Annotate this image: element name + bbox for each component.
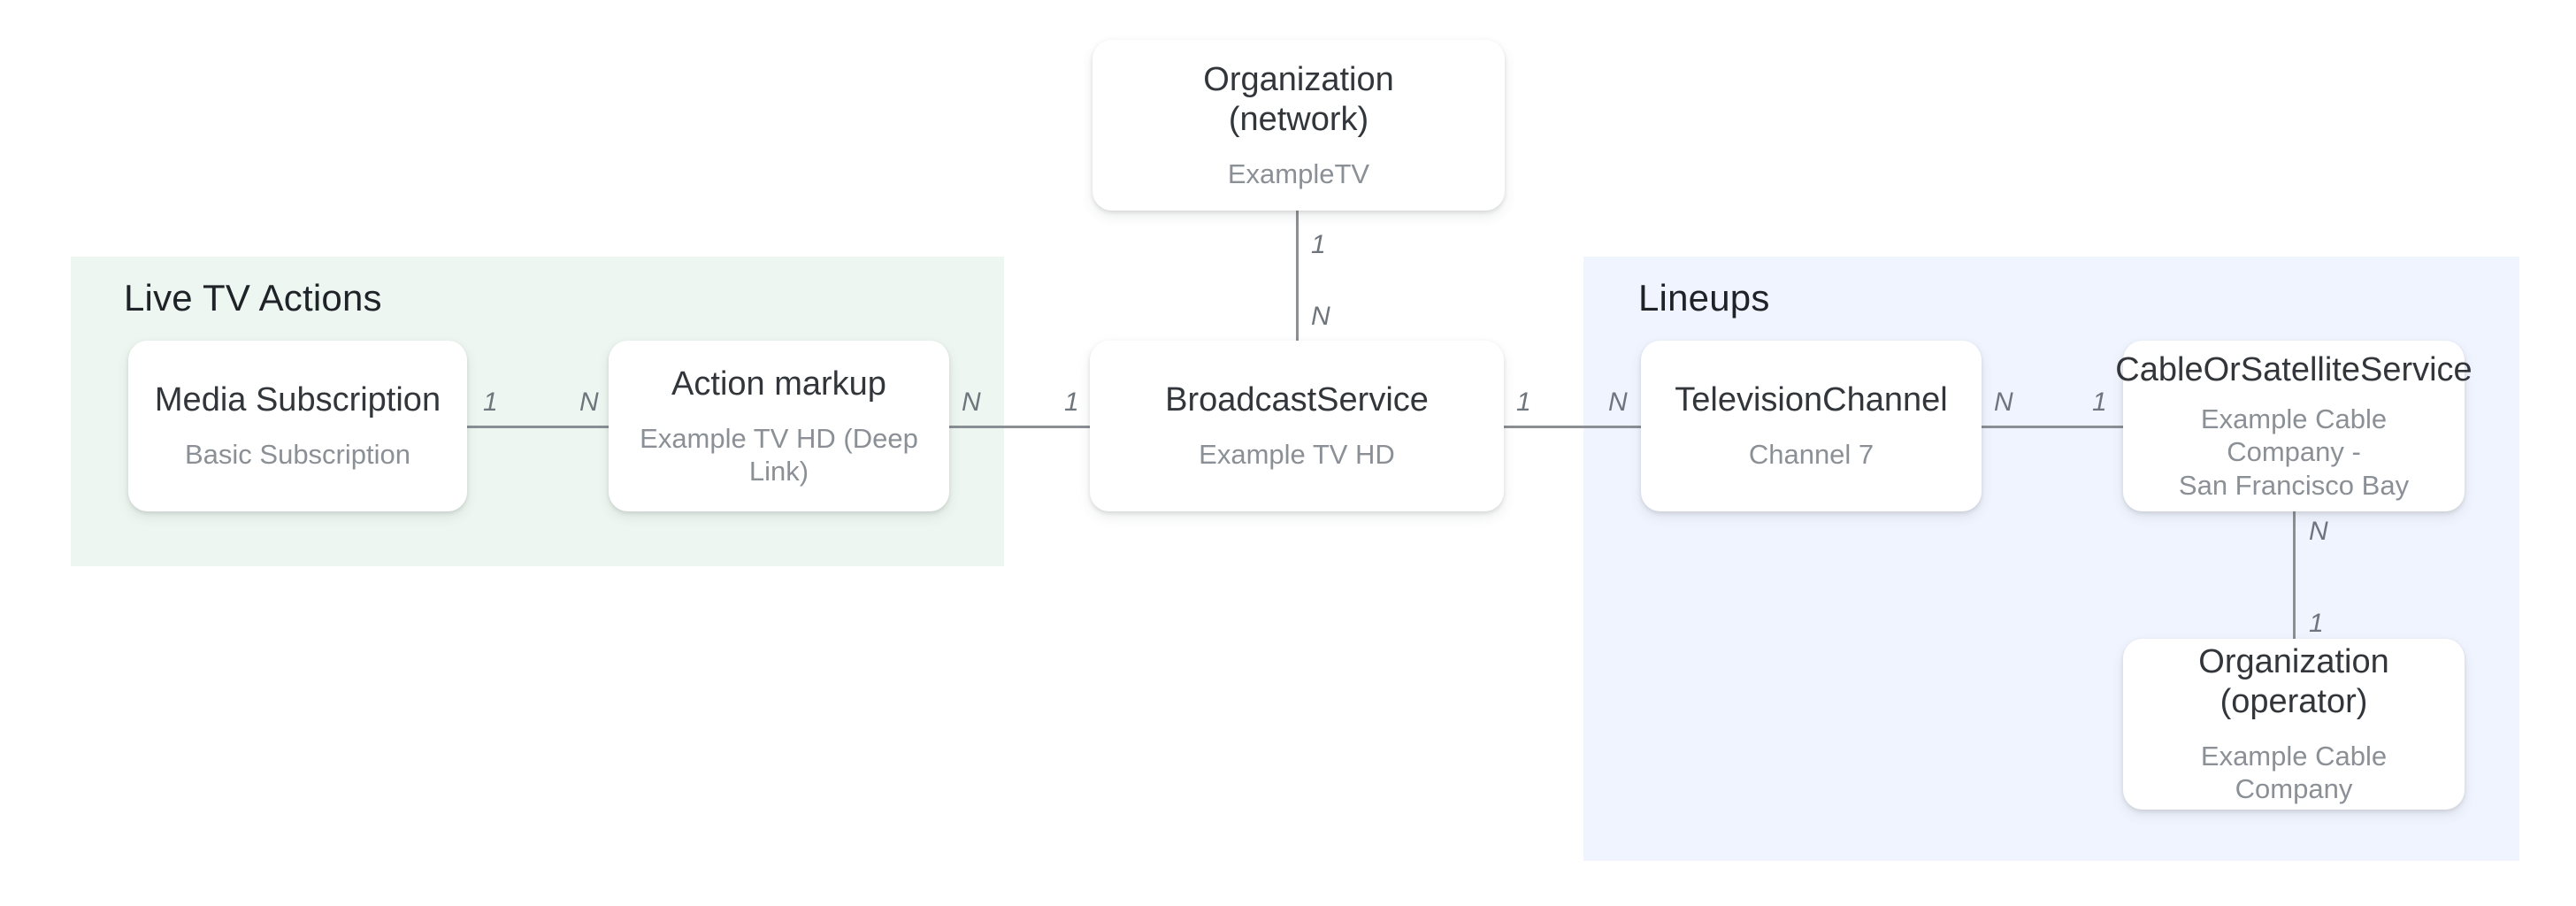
edge-label-broadcast-service-from-cardinality: 1 xyxy=(1516,388,1531,417)
edge-label-television-channel-from-cardinality: N xyxy=(1994,388,2013,417)
edge-label-cable-or-satellite-service-from-cardinality: N xyxy=(2309,517,2328,546)
node-action-markup[interactable]: Action markup Example TV HD (Deep Link) xyxy=(609,341,949,511)
edge-label-action-markup-from-cardinality: N xyxy=(962,388,981,417)
node-cable-or-satellite-service-title: CableOrSatelliteService xyxy=(2115,351,2472,389)
node-organization-operator-title: Organization (operator) xyxy=(2198,643,2389,721)
node-action-markup-subtitle: Example TV HD (Deep Link) xyxy=(640,422,918,487)
node-media-subscription-subtitle: Basic Subscription xyxy=(184,439,410,471)
node-television-channel-subtitle: Channel 7 xyxy=(1748,439,1874,471)
edge-label-television-channel-to-cardinality: 1 xyxy=(2092,388,2107,417)
edge-label-action-markup-to-cardinality: 1 xyxy=(1064,388,1079,417)
edge-television-channel-to-cable-or-satellite-service xyxy=(1978,426,2127,428)
edge-label-organization-network-from-cardinality: 1 xyxy=(1311,230,1326,259)
edge-label-media-subscription-to-cardinality: N xyxy=(579,388,599,417)
node-television-channel[interactable]: TelevisionChannel Channel 7 xyxy=(1641,341,1982,511)
group-title-live-tv-actions: Live TV Actions xyxy=(124,277,382,319)
node-organization-operator[interactable]: Organization (operator) Example Cable Co… xyxy=(2123,639,2465,810)
node-broadcast-service-subtitle: Example TV HD xyxy=(1199,439,1395,471)
node-organization-network[interactable]: Organization (network) ExampleTV xyxy=(1092,40,1505,211)
node-television-channel-title: TelevisionChannel xyxy=(1675,381,1948,419)
group-title-lineups: Lineups xyxy=(1638,277,1770,319)
node-organization-network-title: Organization (network) xyxy=(1203,61,1394,138)
edge-action-markup-to-broadcast-service xyxy=(946,426,1092,428)
edge-label-broadcast-service-to-cardinality: N xyxy=(1608,388,1628,417)
node-cable-or-satellite-service-subtitle: Example Cable Company - San Francisco Ba… xyxy=(2178,403,2410,501)
node-action-markup-title: Action markup xyxy=(671,365,886,403)
node-organization-network-subtitle: ExampleTV xyxy=(1227,157,1370,189)
node-cable-or-satellite-service[interactable]: CableOrSatelliteService Example Cable Co… xyxy=(2115,341,2472,511)
node-broadcast-service[interactable]: BroadcastService Example TV HD xyxy=(1090,341,1504,511)
edge-label-media-subscription-from-cardinality: 1 xyxy=(483,388,498,417)
edge-broadcast-service-to-television-channel xyxy=(1500,426,1644,428)
node-broadcast-service-title: BroadcastService xyxy=(1165,381,1429,419)
edge-label-organization-network-to-cardinality: N xyxy=(1311,302,1330,331)
node-media-subscription[interactable]: Media Subscription Basic Subscription xyxy=(128,341,467,511)
edge-media-subscription-to-action-markup xyxy=(464,426,612,428)
edge-cable-or-satellite-service-to-organization-operator xyxy=(2293,511,2296,641)
edge-organization-network-to-broadcast-service xyxy=(1296,211,1299,342)
node-media-subscription-title: Media Subscription xyxy=(154,381,441,419)
edge-label-cable-or-satellite-service-to-cardinality: 1 xyxy=(2309,609,2324,638)
node-organization-operator-subtitle: Example Cable Company xyxy=(2200,741,2388,805)
